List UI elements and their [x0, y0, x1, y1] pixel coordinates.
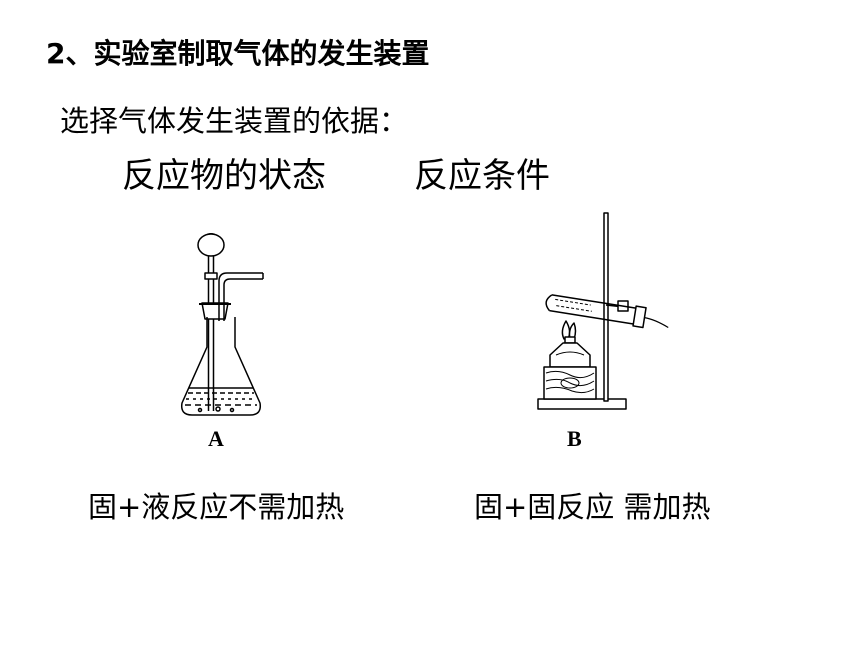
factor-reactant-state: 反应物的状态: [122, 156, 326, 196]
apparatus-b-label: B: [567, 426, 582, 451]
apparatus-a-flask-diagram: [180, 233, 264, 416]
apparatus-b-condition: 固+固反应 需加热: [474, 490, 711, 524]
basis-heading: 选择气体发生装置的依据：: [60, 104, 409, 138]
factor-reaction-condition: 反应条件: [414, 156, 550, 196]
slide-title: 2、实验室制取气体的发生装置: [46, 37, 430, 70]
apparatus-a-label: A: [208, 426, 224, 451]
apparatus-a-condition: 固+液反应不需加热: [88, 490, 345, 524]
apparatus-b-heating-diagram: [537, 212, 669, 410]
